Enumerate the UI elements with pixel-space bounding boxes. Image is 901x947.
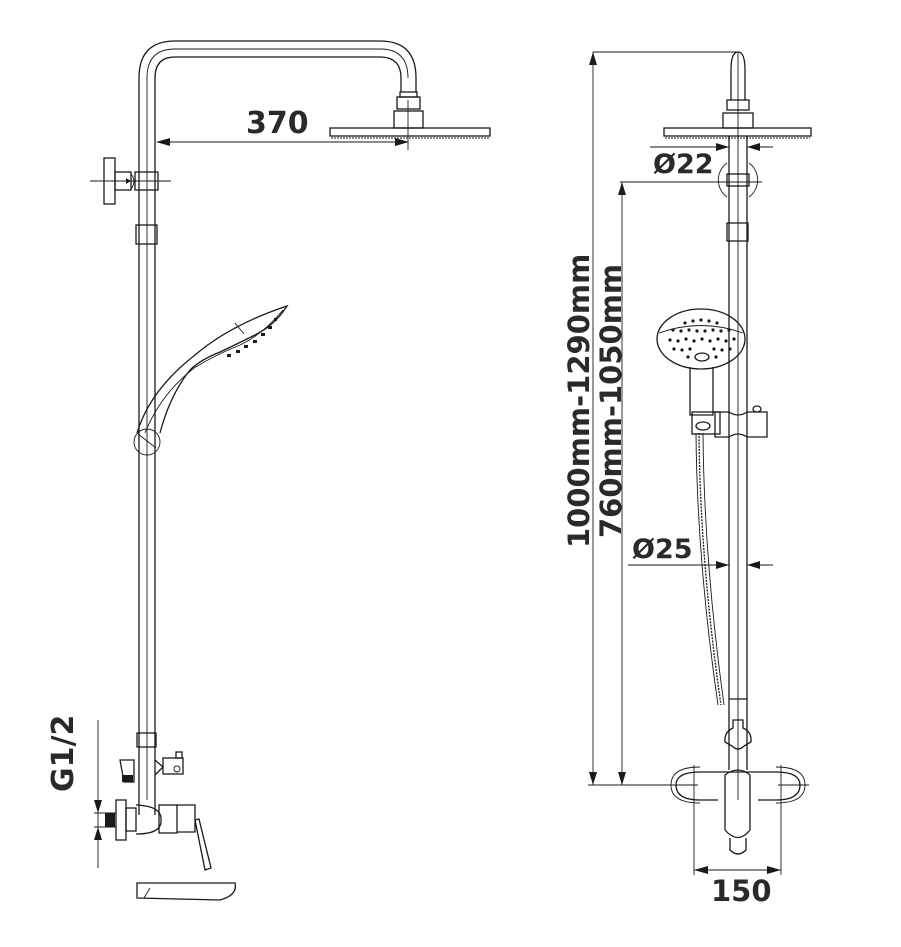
head-pipe-diameter-dimension: Ø22 — [653, 149, 714, 180]
rail-diameter-dimension: Ø25 — [632, 534, 693, 565]
spray-nozzles-side — [227, 318, 277, 357]
mixer-height-dimension: 760mm-1050mm — [594, 263, 628, 538]
total-height-dimension: 1000mm-1290mm — [562, 253, 596, 548]
front-view — [588, 51, 812, 875]
mixer-width-dimension: 150 — [711, 874, 772, 908]
side-view — [90, 40, 491, 901]
spray-nozzles-front — [668, 318, 736, 359]
arm-reach-dimension: 370 — [246, 106, 309, 141]
inlet-thread-dimension: G1/2 — [46, 714, 81, 792]
